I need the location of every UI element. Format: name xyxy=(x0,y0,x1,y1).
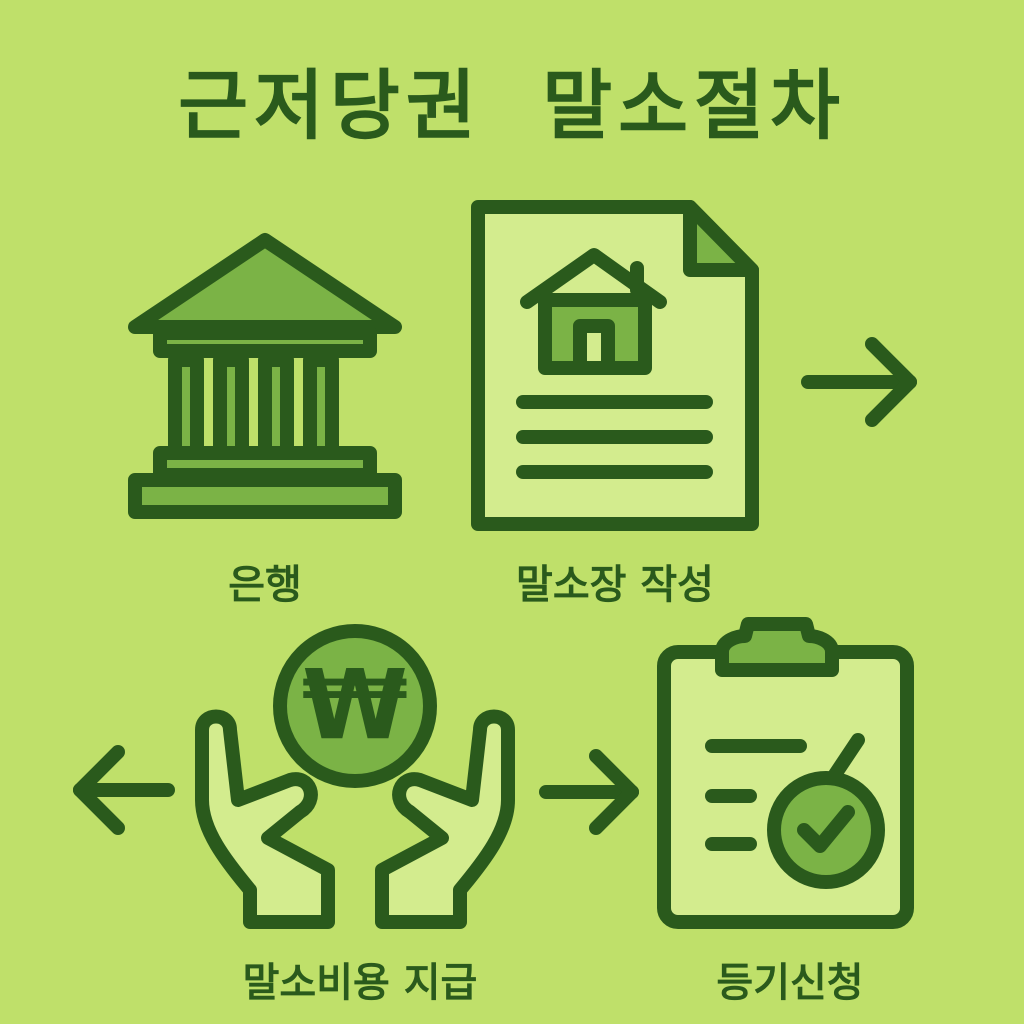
page-title: 근저당권 말소절차 xyxy=(178,61,846,150)
clipboard-check-icon xyxy=(657,617,914,929)
won-symbol: ₩ xyxy=(302,649,408,761)
step-label-registration-application: 등기신청 xyxy=(716,960,864,1006)
step-label-bank: 은행 xyxy=(228,562,302,608)
bank-icon xyxy=(128,233,402,519)
hands-won-coin-icon xyxy=(195,624,515,929)
step-label-write-cancellation: 말소장 작성 xyxy=(516,562,714,608)
arrow-right-icon xyxy=(801,337,917,427)
arrow-right-icon xyxy=(539,749,639,835)
arrow-left-icon xyxy=(73,745,175,835)
house-document-icon xyxy=(471,200,759,531)
step-label-pay-cancellation-fee: 말소비용 지급 xyxy=(242,960,478,1006)
